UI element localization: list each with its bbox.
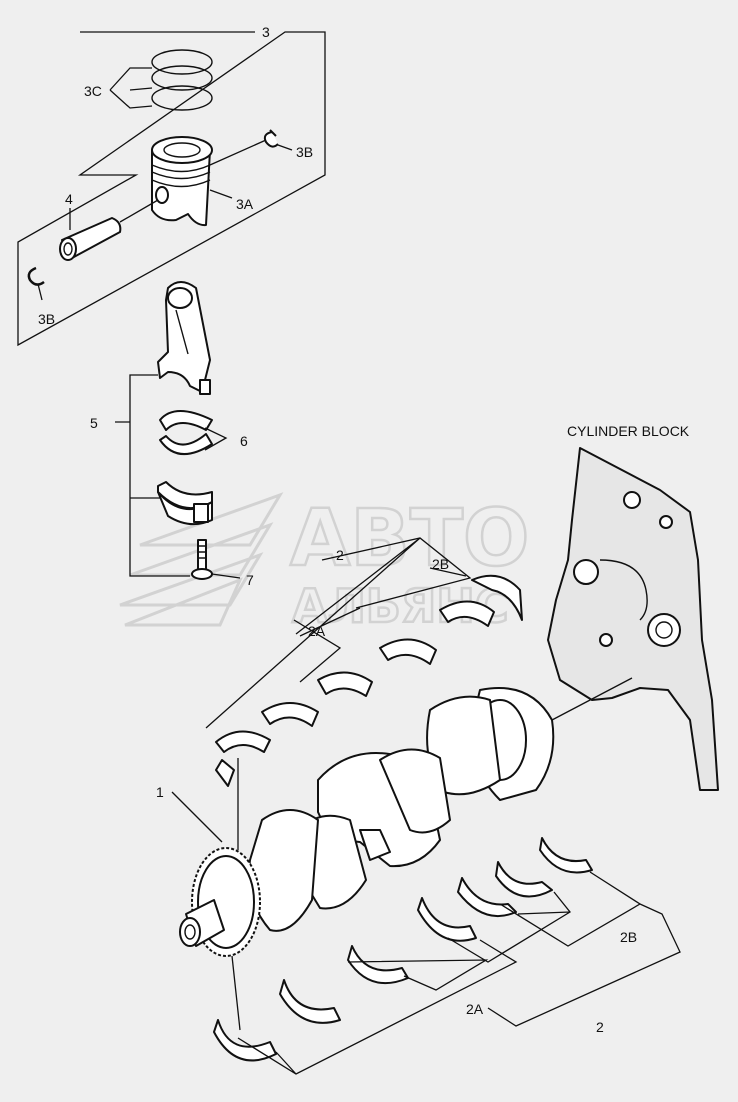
watermark-line1: АВТО — [290, 494, 529, 584]
snap-ring-3b-left — [27, 266, 45, 301]
crankshaft — [179, 687, 555, 957]
rod-group-bracket — [115, 374, 190, 577]
watermark-logo: АВТО АЛЬЯНС — [119, 492, 531, 634]
upper-bearing-leaders — [205, 537, 467, 850]
snap-ring-3b-top — [263, 129, 279, 148]
bearing-6-bracket — [204, 427, 228, 451]
label-2-lower: 2 — [596, 1019, 604, 1035]
piston-group-bracket — [17, 31, 326, 347]
label-3b-left: 3B — [38, 311, 55, 327]
label-3: 3 — [262, 24, 270, 40]
rod-bearing-shell-lower — [159, 433, 213, 456]
label-cylinder-block: CYLINDER BLOCK — [567, 423, 690, 439]
label-2-upper: 2 — [336, 547, 344, 563]
label-3b-top: 3B — [296, 144, 313, 160]
label-7: 7 — [246, 572, 254, 588]
label-1: 1 — [156, 784, 164, 800]
upper-2-bracket — [321, 537, 472, 609]
label-6: 6 — [240, 433, 248, 449]
rod-bearing-shell-upper — [159, 410, 213, 431]
label-3a-leader — [209, 189, 233, 199]
piston-pin-4 — [59, 199, 159, 261]
lower-bearing-leaders — [237, 871, 681, 1075]
crank-block-line — [551, 677, 633, 721]
connecting-rod — [157, 281, 211, 395]
piston-3a — [151, 136, 213, 227]
bolt-7-leader — [211, 573, 241, 579]
gear-drop-leader — [231, 955, 241, 1031]
label-3c: 3C — [84, 83, 102, 99]
snap-3b-leader — [277, 144, 293, 151]
crankshaft-leader — [171, 791, 223, 843]
label-2b-upper: 2B — [432, 556, 449, 572]
rod-bolt-7 — [191, 539, 213, 580]
piston-rings-3c — [109, 49, 213, 111]
main-bearings-lower — [213, 837, 593, 1062]
label-2a-lower: 2A — [466, 1001, 484, 1017]
piston-3a-leader — [209, 139, 267, 166]
rod-cap — [157, 481, 213, 526]
label-3a: 3A — [236, 196, 254, 212]
main-bearings-upper — [215, 574, 523, 787]
label-2b-lower: 2B — [620, 929, 637, 945]
label-5: 5 — [90, 415, 98, 431]
label-2a-upper: 2A — [308, 623, 326, 639]
label-4: 4 — [65, 191, 73, 207]
cylinder-block — [547, 447, 719, 791]
